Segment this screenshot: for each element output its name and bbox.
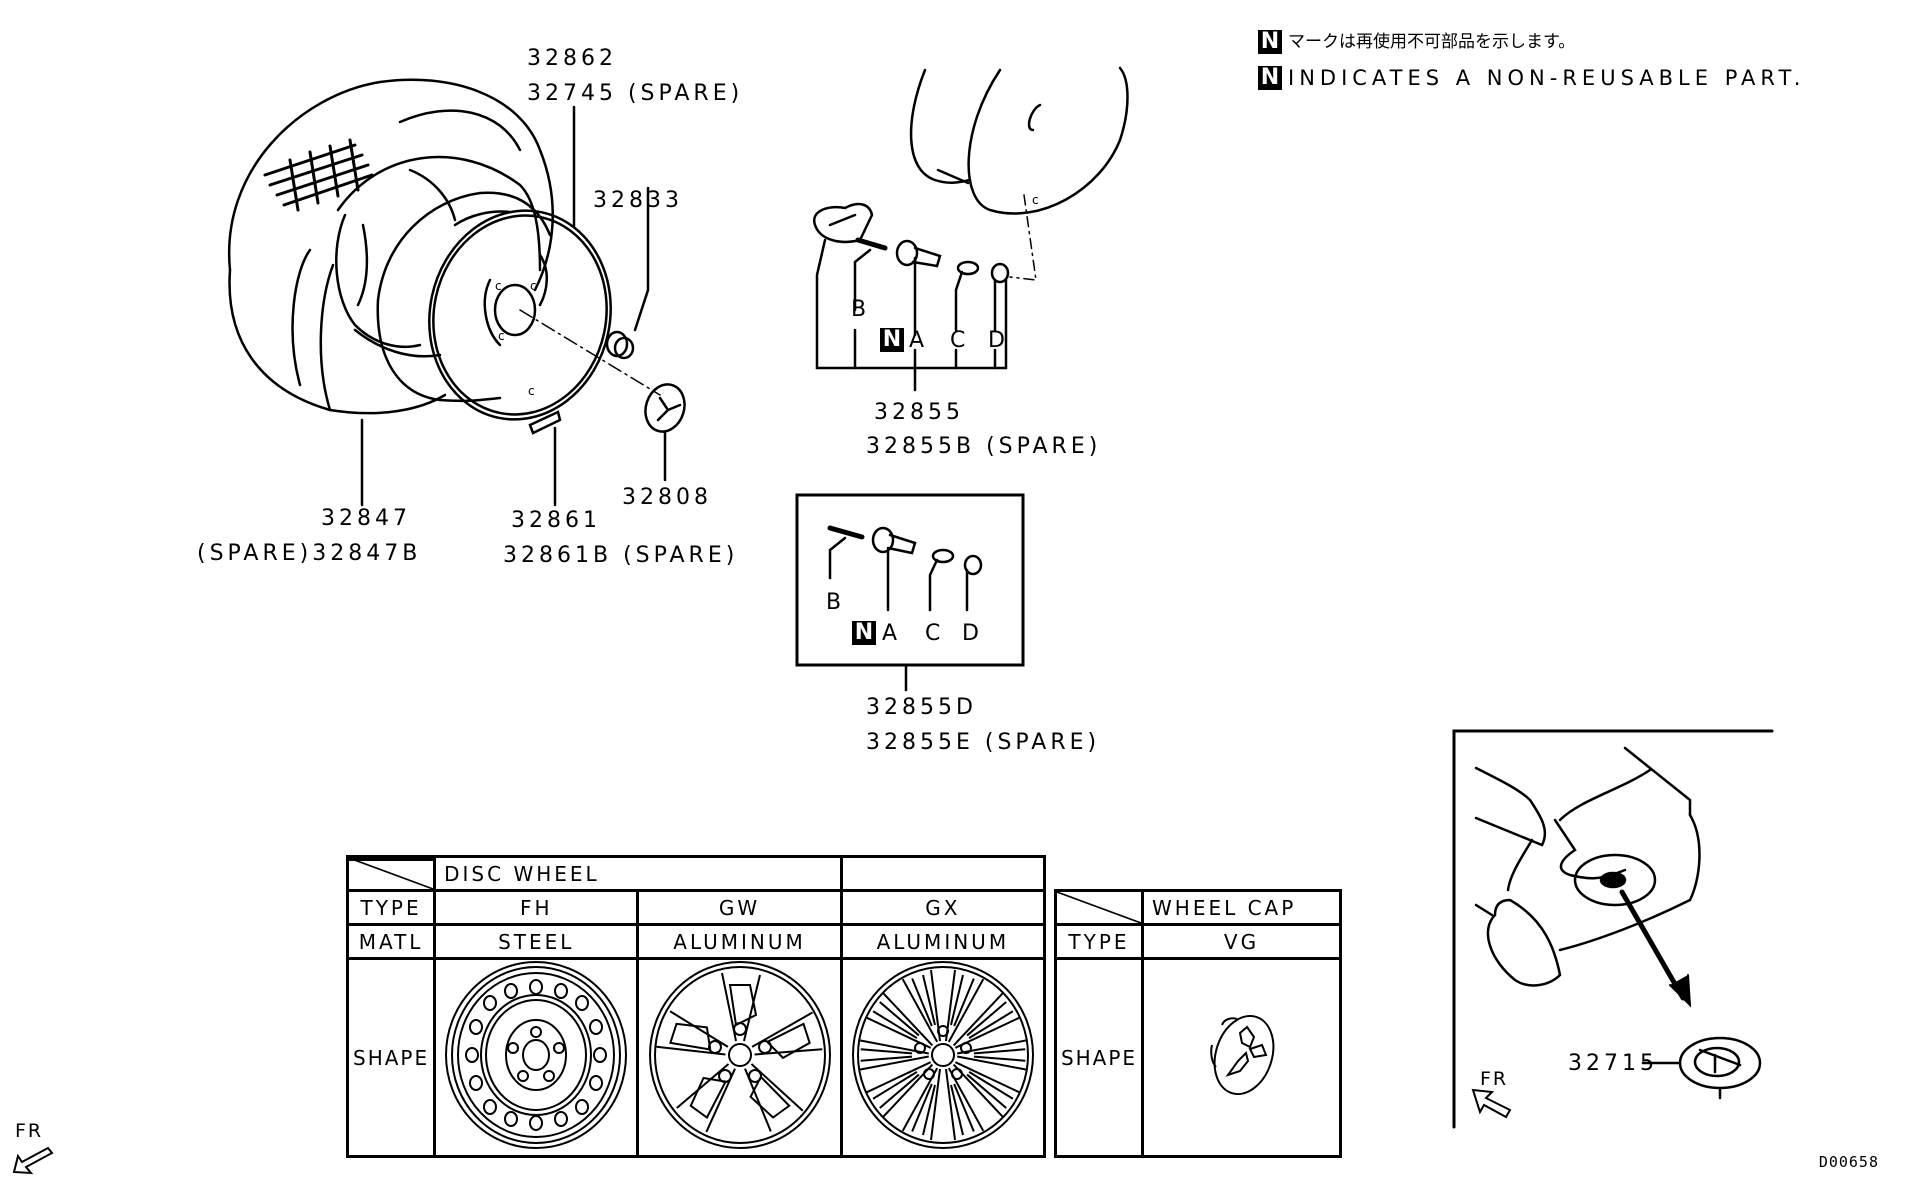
wheel-cap-icon	[1209, 1014, 1274, 1096]
shape-gx	[839, 957, 1047, 1158]
callout-32745-spare: 32745 (SPARE)	[527, 81, 744, 106]
valve-kit-box	[795, 493, 1025, 667]
table-corner	[345, 855, 437, 892]
type-fh: FH	[433, 889, 640, 926]
center-cap-drawing	[644, 383, 686, 433]
valve-letter-d-kit: D	[962, 621, 983, 646]
row-label-shape: SHAPE	[345, 957, 437, 1158]
callout-32715: 32715	[1568, 1051, 1658, 1076]
tire-tread-pattern	[263, 138, 374, 212]
wheel-sketch: c	[909, 66, 1129, 281]
vehicle-inset	[1452, 729, 1774, 1129]
tpms-sensor-drawing	[813, 202, 874, 244]
wheel-cap-table: WHEEL CAP TYPE VG SHAPE	[1054, 889, 1342, 1158]
valve-letter-a: A	[909, 328, 929, 353]
non-reusable-badge: N	[1258, 30, 1282, 54]
non-reusable-mark-kit: N	[852, 621, 876, 645]
row-label-type: TYPE	[345, 889, 437, 926]
matl-gw: ALUMINUM	[636, 923, 843, 960]
front-direction-arrow-left	[12, 1146, 54, 1175]
callout-32855d: 32855D	[866, 695, 977, 720]
disc-wheel-title: DISC WHEEL	[433, 855, 843, 892]
valve-parts-upper	[855, 237, 1010, 284]
shape-vg	[1141, 957, 1342, 1158]
valve-letter-a-kit: A	[882, 621, 902, 646]
table-corner	[1054, 889, 1144, 926]
valve-letter-b: B	[851, 297, 871, 322]
valve-letter-b-kit: B	[826, 590, 846, 615]
callout-32808: 32808	[622, 485, 712, 510]
leader-lines	[360, 105, 667, 507]
type-gx: GX	[839, 889, 1047, 926]
callout-32861b-spare: 32861B (SPARE)	[503, 543, 739, 568]
row-label-matl: MATL	[345, 923, 437, 960]
matl-gx: ALUMINUM	[839, 923, 1047, 960]
front-direction-arrow-inset	[1471, 1088, 1512, 1119]
legend-japanese-text: マークは再使用不可部品を示します。	[1288, 32, 1576, 52]
non-reusable-mark: N	[880, 328, 904, 352]
legend-japanese: N マークは再使用不可部品を示します。	[1258, 28, 1575, 55]
wheel-cap-title: WHEEL CAP	[1141, 889, 1342, 926]
matl-fh: STEEL	[433, 923, 640, 960]
shape-fh	[433, 957, 640, 1158]
valve-letter-d: D	[988, 328, 1009, 353]
disc-wheel-table: DISC WHEEL TYPE FH GW GX MATL STEEL ALUM…	[345, 855, 1047, 1158]
non-reusable-badge: N	[1258, 66, 1282, 90]
svg-text:c: c	[495, 279, 502, 293]
callout-32833: 32833	[593, 188, 683, 213]
axis-line	[519, 309, 661, 396]
valve-letter-c: C	[950, 328, 970, 353]
callout-32855b-spare: 32855B (SPARE)	[866, 434, 1102, 459]
valve-letter-c-kit: C	[925, 621, 945, 646]
callout-32861: 32861	[511, 508, 601, 533]
row-label-type: TYPE	[1054, 923, 1144, 960]
callout-32847b-spare: (SPARE)32847B	[197, 541, 422, 566]
callout-32862: 32862	[527, 46, 617, 71]
type-vg: VG	[1141, 923, 1342, 960]
steel-wheel-icon	[445, 961, 628, 1149]
front-direction-label-inset: FR	[1480, 1068, 1509, 1090]
svg-text:c: c	[530, 279, 537, 293]
callout-32855: 32855	[874, 400, 964, 425]
alloy-wheel-multi-spoke-icon	[851, 961, 1034, 1149]
row-label-shape: SHAPE	[1054, 957, 1144, 1158]
legend-english-text: INDICATES A NON-REUSABLE PART.	[1288, 66, 1806, 90]
callout-32855e-spare: 32855E (SPARE)	[866, 730, 1101, 755]
non-reusable-badge: N	[852, 621, 876, 645]
type-gw: GW	[636, 889, 843, 926]
hub-nut-drawing	[605, 330, 635, 360]
svg-text:c: c	[498, 329, 505, 343]
alloy-wheel-10-spoke-icon	[648, 961, 831, 1149]
shape-gw	[636, 957, 843, 1158]
valve-parts-lower	[827, 525, 983, 692]
svg-text:c: c	[1032, 193, 1039, 207]
svg-text:c: c	[528, 384, 535, 398]
document-id: D00658	[1818, 1153, 1879, 1171]
front-direction-label: FR	[15, 1120, 44, 1142]
callout-32847: 32847	[321, 506, 411, 531]
valve-bracket-upper	[815, 238, 1008, 392]
tire-drawing	[227, 78, 554, 415]
balance-weight-drawing	[528, 410, 562, 435]
disc-wheel-blank	[839, 855, 1047, 892]
non-reusable-badge: N	[880, 328, 904, 352]
rim-drawing: c c c c	[376, 191, 612, 421]
